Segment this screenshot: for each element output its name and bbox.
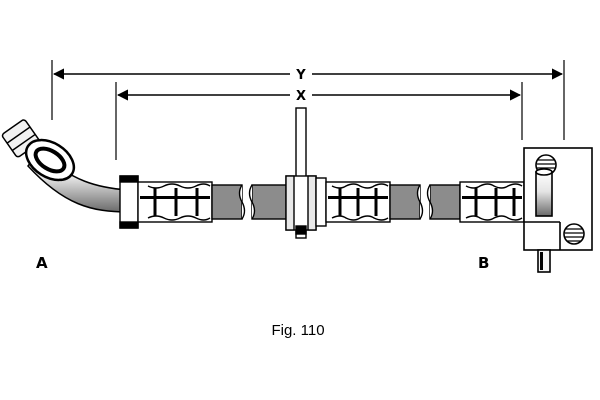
crimp-fitting-left bbox=[119, 175, 213, 229]
center-bracket bbox=[285, 107, 317, 239]
locating-pin bbox=[535, 168, 553, 273]
end-label-b: B bbox=[478, 254, 489, 272]
end-label-a: A bbox=[36, 254, 48, 272]
dimension-y: Y bbox=[52, 68, 564, 83]
banjo-fitting bbox=[1, 119, 129, 213]
crimp-nut-left bbox=[119, 175, 139, 229]
dimension-label-y: Y bbox=[295, 68, 306, 83]
dimension-x: X bbox=[116, 89, 522, 104]
crimp-fitting-right bbox=[459, 181, 525, 223]
figure-caption: Fig. 110 bbox=[271, 322, 324, 339]
threaded-port-side bbox=[563, 223, 585, 245]
hose-segment-3 bbox=[389, 184, 424, 220]
hose-segment-1 bbox=[211, 184, 246, 220]
crimp-fitting-middle bbox=[315, 177, 391, 227]
crimp-nut-middle bbox=[315, 177, 327, 227]
dimension-label-x: X bbox=[296, 89, 306, 104]
extension-lines bbox=[51, 60, 565, 160]
banjo-eye-hole bbox=[33, 146, 67, 174]
junction-block bbox=[523, 147, 593, 273]
hose-segment-4 bbox=[426, 184, 461, 220]
bracket-plate bbox=[295, 107, 307, 239]
hose-segment-2 bbox=[248, 184, 291, 220]
